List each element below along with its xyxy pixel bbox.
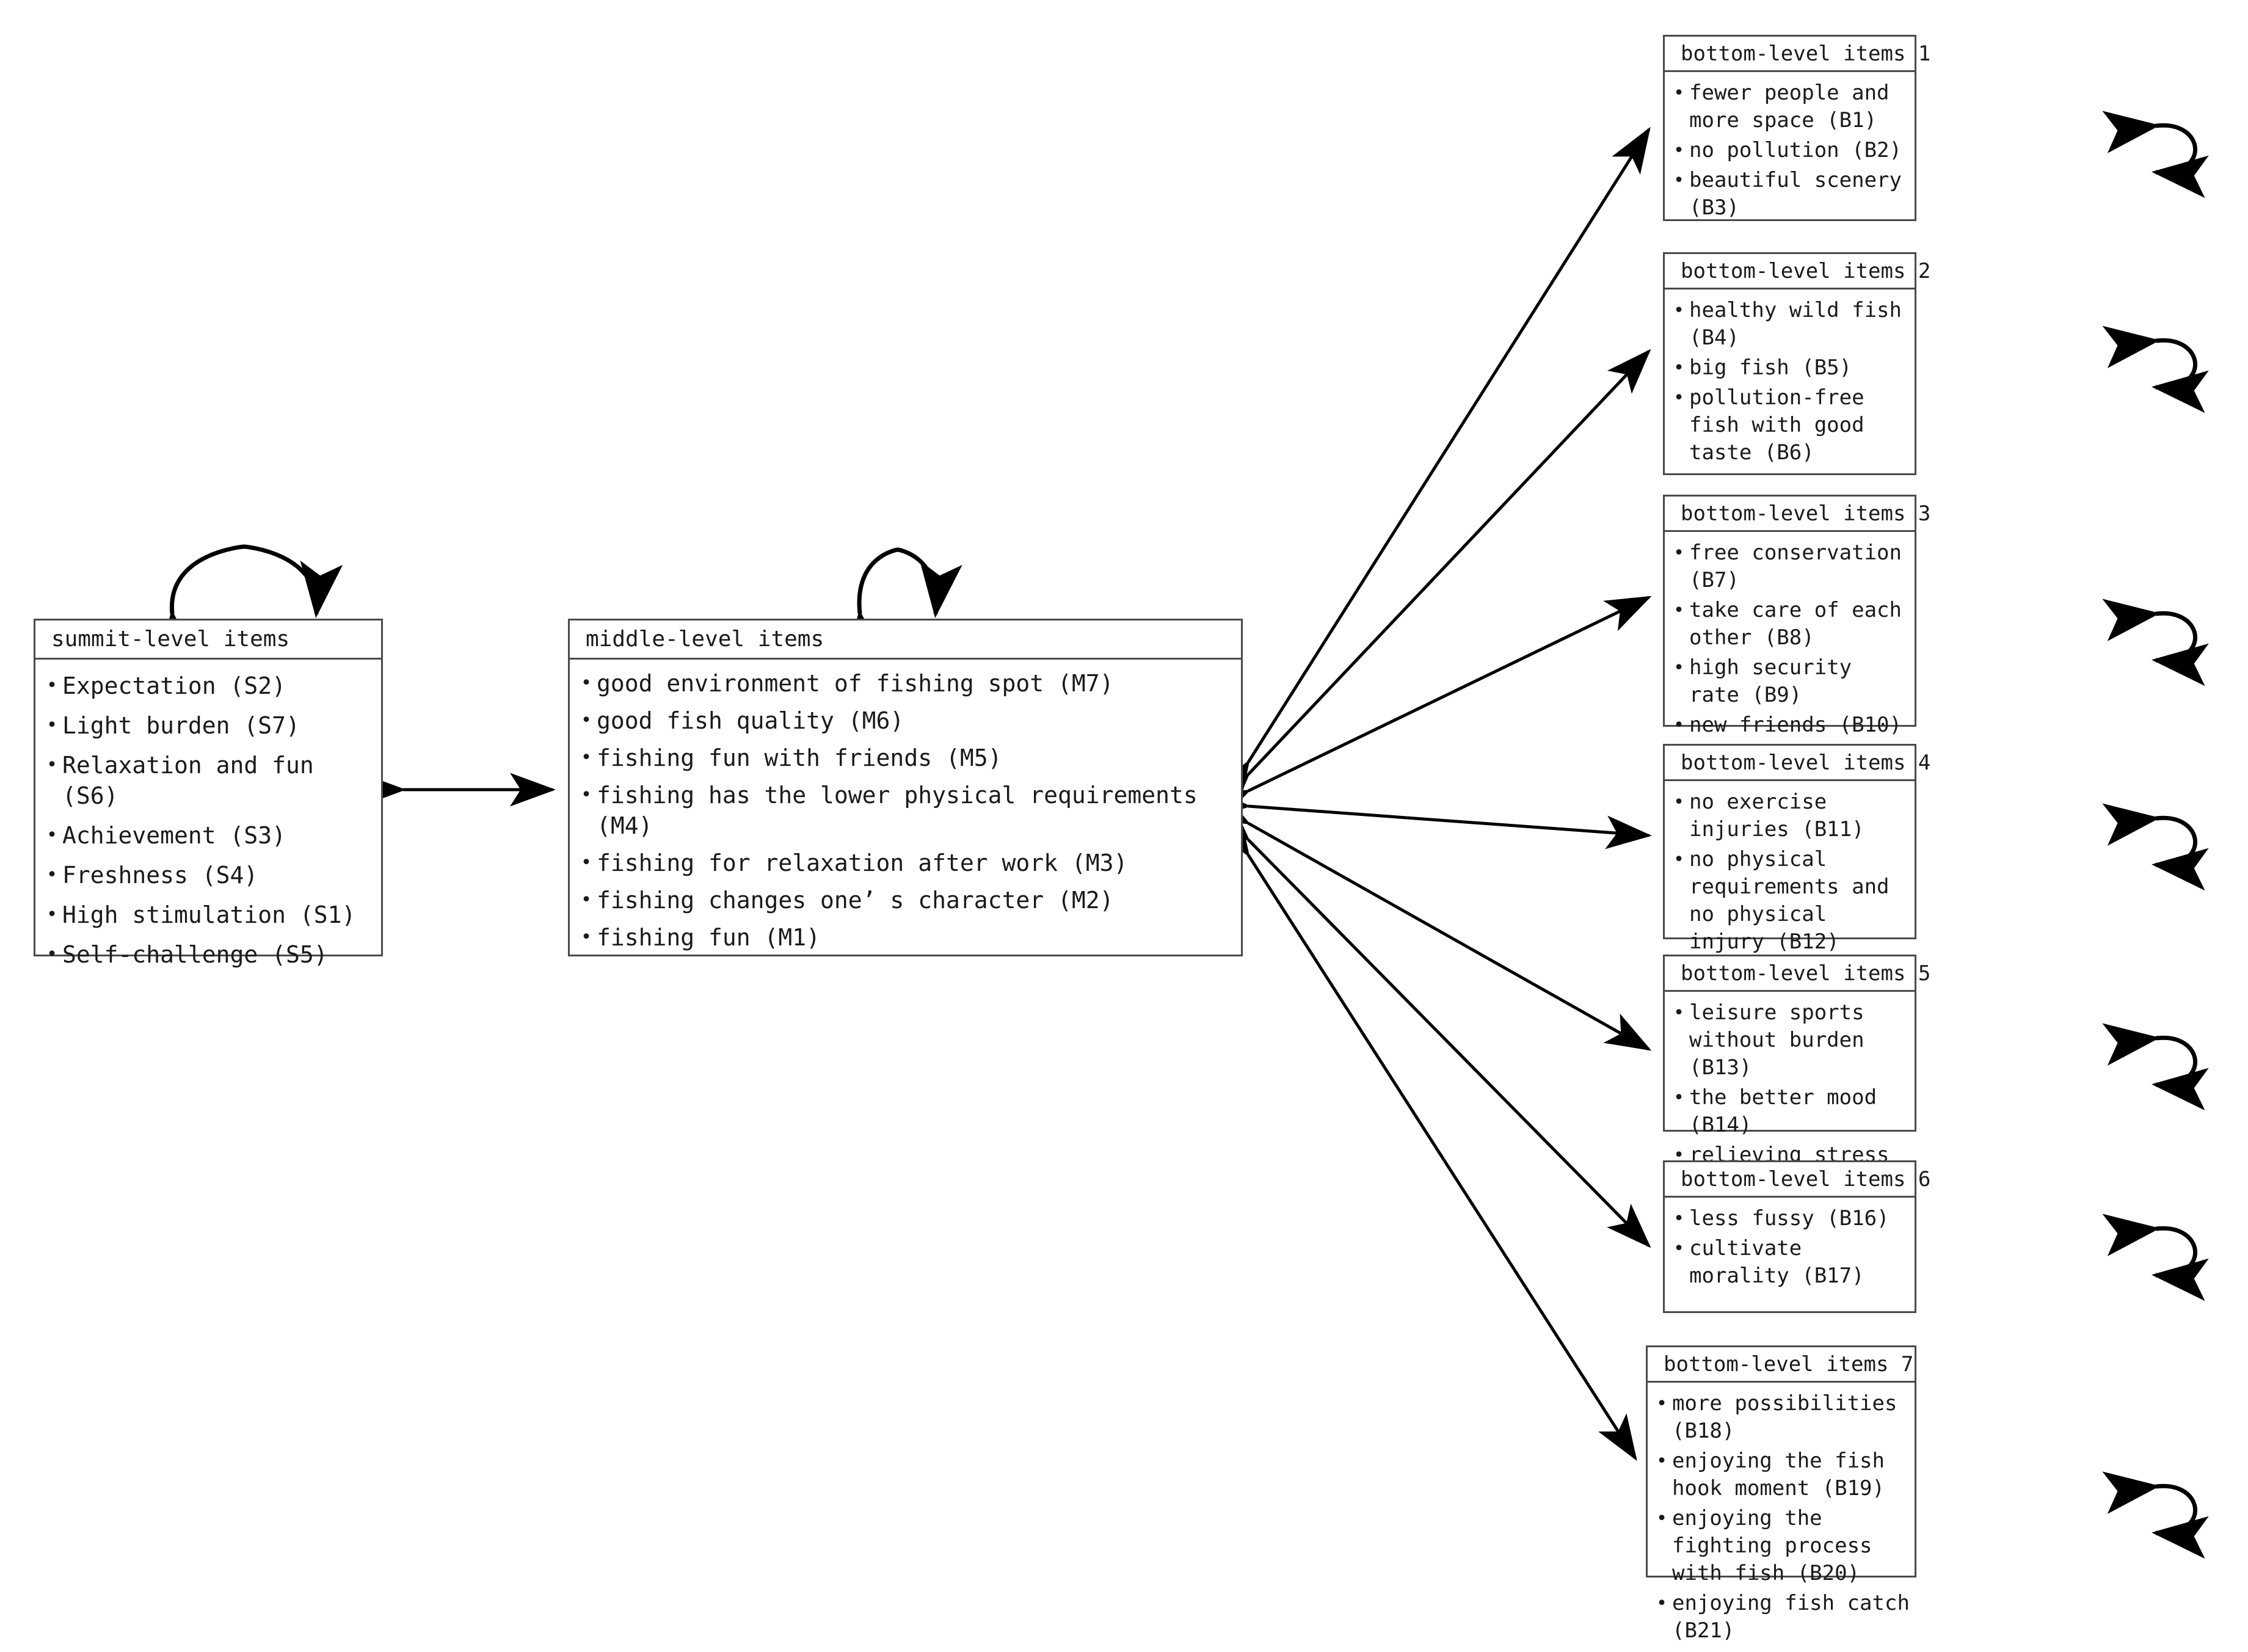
bottom-level-body-6: less fussy (B16) cultivate morality (B17… — [1665, 1198, 1915, 1297]
bottom-level-item-list-4: no exercise injuries (B11) no physical r… — [1671, 788, 1910, 956]
bottom-level-title-1: bottom-level items 1 — [1665, 37, 1930, 72]
list-item: Light burden (S7) — [44, 710, 375, 741]
bottom-5-self-loop-icon — [2102, 1023, 2209, 1111]
list-item: enjoying the fish hook moment (B19) — [1654, 1447, 1910, 1502]
list-item: healthy wild fish (B4) — [1671, 297, 1910, 352]
list-item: take care of each other (B8) — [1671, 597, 1910, 652]
list-item: beautiful scenery (B3) — [1671, 167, 1910, 222]
middle-level-title: middle-level items — [570, 620, 1241, 660]
list-item: Self-challenge (S5) — [44, 939, 375, 970]
bottom-level-box-2[interactable]: bottom-level items 2 healthy wild fish (… — [1663, 252, 1930, 475]
bottom-level-title-2: bottom-level items 2 — [1665, 254, 1930, 289]
summit-level-item-list: Expectation (S2) Light burden (S7) Relax… — [44, 671, 375, 970]
list-item: fishing for relaxation after work (M3) — [578, 848, 1235, 878]
bottom-level-title-3: bottom-level items 3 — [1665, 497, 1930, 532]
bottom-level-item-list-3: free conservation (B7) take care of each… — [1671, 539, 1910, 739]
list-item: new friends (B10) — [1671, 711, 1910, 739]
bottom-level-box-1[interactable]: bottom-level items 1 fewer people and mo… — [1663, 35, 1930, 221]
list-item: leisure sports without burden (B13) — [1671, 999, 1910, 1082]
list-item: fishing has the lower physical requireme… — [578, 780, 1235, 841]
list-item: big fish (B5) — [1671, 354, 1910, 382]
middle-level-body: good environment of fishing spot (M7) go… — [570, 660, 1241, 966]
list-item: fishing fun with friends (M5) — [578, 743, 1235, 773]
list-item: free conservation (B7) — [1671, 539, 1910, 594]
list-item: no exercise injuries (B11) — [1671, 788, 1910, 843]
bottom-level-box-6[interactable]: bottom-level items 6 less fussy (B16) cu… — [1663, 1160, 1930, 1313]
bottom-level-title-6: bottom-level items 6 — [1665, 1162, 1930, 1198]
bottom-level-body-7: more possibilities (B18) enjoying the fi… — [1648, 1383, 1915, 1652]
bottom-level-item-list-6: less fussy (B16) cultivate morality (B17… — [1671, 1205, 1910, 1290]
bottom-level-body-4: no exercise injuries (B11) no physical r… — [1665, 781, 1915, 963]
bottom-level-body-2: healthy wild fish (B4) big fish (B5) pol… — [1665, 289, 1915, 474]
summit-self-loop-icon — [156, 544, 343, 668]
list-item: cultivate morality (B17) — [1671, 1235, 1910, 1290]
bottom-2-self-loop-icon — [2102, 326, 2209, 413]
diagram-canvas: summit-level items Expectation (S2) Ligh… — [0, 0, 2248, 1599]
list-item: no physical requirements and no physical… — [1671, 846, 1910, 956]
list-item: less fussy (B16) — [1671, 1205, 1910, 1232]
bottom-3-self-loop-icon — [2102, 599, 2209, 686]
list-item: high security rate (B9) — [1671, 654, 1910, 709]
middle-level-item-list: good environment of fishing spot (M7) go… — [578, 668, 1235, 953]
bottom-level-item-list-2: healthy wild fish (B4) big fish (B5) pol… — [1671, 297, 1910, 467]
list-item: Relaxation and fun (S6) — [44, 750, 375, 811]
list-item: fishing fun (M1) — [578, 922, 1235, 953]
list-item: pollution-free fish with good taste (B6) — [1671, 384, 1910, 467]
summit-level-box[interactable]: summit-level items Expectation (S2) Ligh… — [34, 619, 383, 970]
bottom-level-item-list-7: more possibilities (B18) enjoying the fi… — [1654, 1390, 1910, 1645]
list-item: more possibilities (B18) — [1654, 1390, 1910, 1445]
bottom-level-item-list-1: fewer people and more space (B1) no poll… — [1671, 79, 1910, 222]
summit-level-title: summit-level items — [35, 620, 381, 660]
bottom-level-body-1: fewer people and more space (B1) no poll… — [1665, 72, 1915, 229]
middle-level-box[interactable]: middle-level items good environment of f… — [568, 619, 1243, 956]
bottom-level-title-5: bottom-level items 5 — [1665, 956, 1930, 992]
bottom-level-body-3: free conservation (B7) take care of each… — [1665, 532, 1915, 746]
list-item: fewer people and more space (B1) — [1671, 79, 1910, 134]
bottom-level-box-7[interactable]: bottom-level items 7 more possibilities … — [1646, 1345, 1916, 1643]
summit-level-body: Expectation (S2) Light burden (S7) Relax… — [35, 660, 381, 985]
list-item: good environment of fishing spot (M7) — [578, 668, 1235, 699]
bottom-level-title-4: bottom-level items 4 — [1665, 746, 1930, 781]
bottom-level-box-3[interactable]: bottom-level items 3 free conservation (… — [1663, 495, 1930, 739]
connector-middle-bottom-fan — [1202, 126, 1652, 1461]
bottom-7-self-loop-icon — [2102, 1471, 2209, 1559]
bottom-level-box-5[interactable]: bottom-level items 5 leisure sports with… — [1663, 955, 1930, 1195]
list-item: no pollution (B2) — [1671, 137, 1910, 164]
list-item: Expectation (S2) — [44, 671, 375, 701]
list-item: fishing changes one’ s character (M2) — [578, 885, 1235, 915]
list-item: High stimulation (S1) — [44, 900, 375, 930]
list-item: the better mood (B14) — [1671, 1084, 1910, 1139]
list-item: enjoying fish catch (B21) — [1654, 1590, 1910, 1645]
list-item: Achievement (S3) — [44, 820, 375, 851]
bottom-1-self-loop-icon — [2102, 111, 2209, 198]
list-item: enjoying the fighting process with fish … — [1654, 1505, 1910, 1587]
middle-self-loop-icon — [843, 547, 962, 668]
bottom-level-box-4[interactable]: bottom-level items 4 no exercise injurie… — [1663, 744, 1930, 954]
bottom-4-self-loop-icon — [2102, 803, 2209, 891]
bottom-6-self-loop-icon — [2102, 1214, 2209, 1301]
list-item: good fish quality (M6) — [578, 705, 1235, 736]
bottom-level-title-7: bottom-level items 7 — [1648, 1347, 1915, 1383]
list-item: Freshness (S4) — [44, 860, 375, 890]
